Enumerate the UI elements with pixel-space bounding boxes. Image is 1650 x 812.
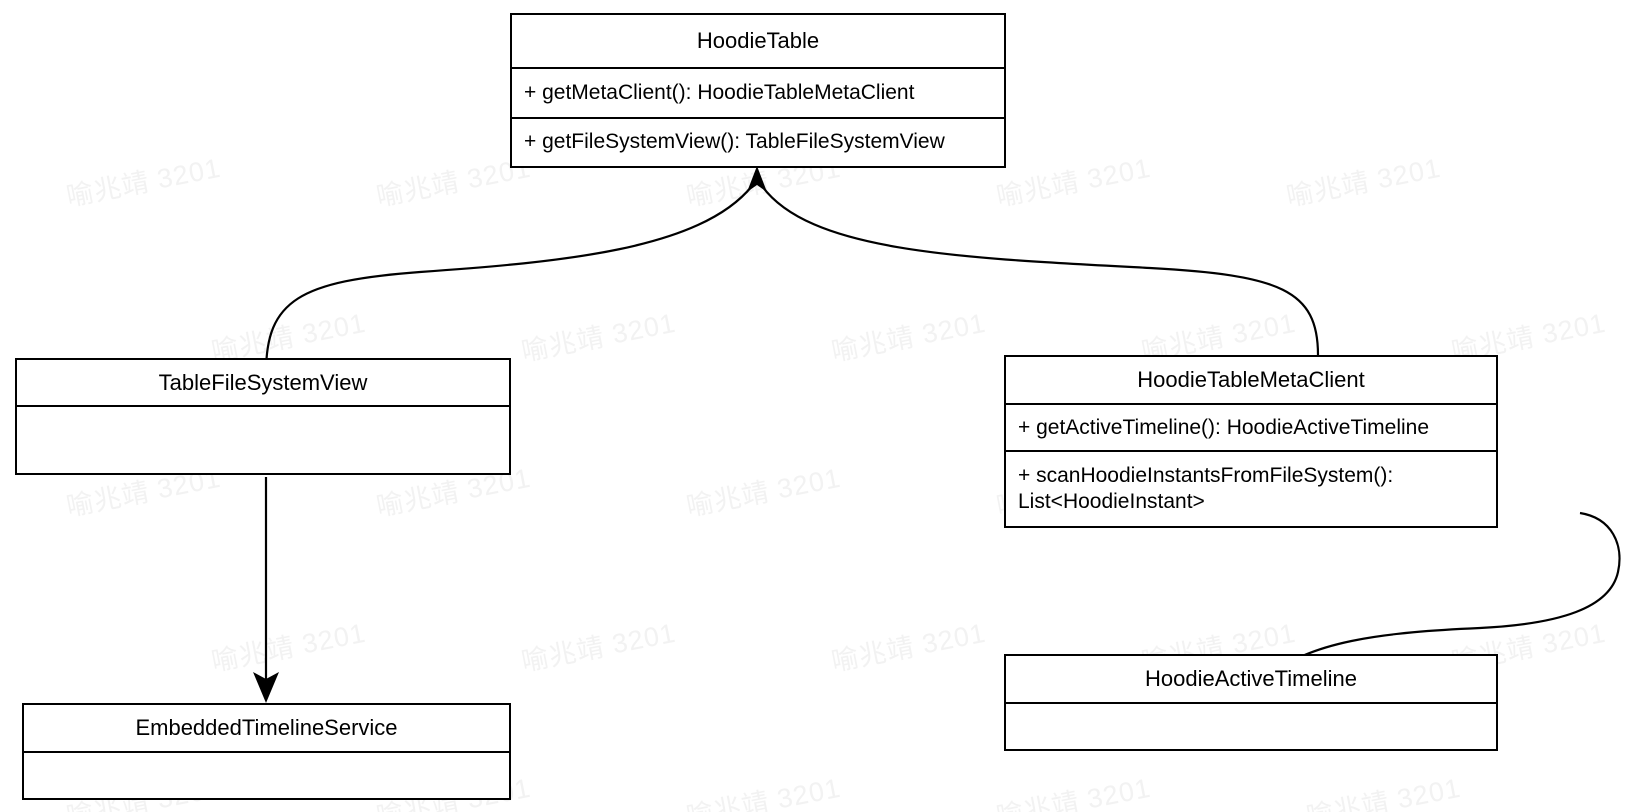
class-box-hoodietable[interactable]: HoodieTable + getMetaClient(): HoodieTab… <box>510 13 1006 168</box>
arrowhead-to-hoodietable <box>747 166 767 192</box>
watermark: 喻兆靖 3201 <box>683 772 844 812</box>
class-member-hoodietablemetaclient-1: + scanHoodieInstantsFromFileSystem(): Li… <box>1018 464 1394 513</box>
class-box-hoodieactivetimeline[interactable]: HoodieActiveTimeline <box>1004 654 1498 751</box>
watermark: 喻兆靖 3201 <box>993 152 1154 213</box>
watermark: 喻兆靖 3201 <box>993 772 1154 812</box>
watermark: 喻兆靖 3201 <box>63 152 224 213</box>
watermark: 喻兆靖 3201 <box>518 307 679 368</box>
class-title-hoodieactivetimeline: HoodieActiveTimeline <box>1006 656 1496 704</box>
class-member-row: + getActiveTimeline(): HoodieActiveTimel… <box>1006 405 1496 450</box>
edge-tablefilesystemview-to-hoodietable <box>264 185 753 374</box>
class-title-hoodietable: HoodieTable <box>512 15 1004 69</box>
watermark: 喻兆靖 3201 <box>518 617 679 678</box>
class-member-hoodietablemetaclient-0: + getActiveTimeline(): HoodieActiveTimel… <box>1018 415 1430 439</box>
class-title-tablefilesystemview: TableFileSystemView <box>17 360 509 407</box>
class-title-embeddedtimelineservice: EmbeddedTimelineService <box>24 705 509 753</box>
watermark: 喻兆靖 3201 <box>683 462 844 523</box>
watermark: 喻兆靖 3201 <box>828 617 989 678</box>
class-member-row: + scanHoodieInstantsFromFileSystem(): Li… <box>1006 450 1496 526</box>
arrowhead-to-embeddedtimelineservice <box>253 672 279 703</box>
class-member-row <box>1006 704 1496 749</box>
class-member-row: + getFileSystemView(): TableFileSystemVi… <box>512 117 1004 165</box>
class-member-row <box>24 753 509 798</box>
class-box-tablefilesystemview[interactable]: TableFileSystemView <box>15 358 511 475</box>
watermark: 喻兆靖 3201 <box>1283 152 1444 213</box>
class-title-hoodietablemetaclient: HoodieTableMetaClient <box>1006 357 1496 405</box>
class-member-row <box>17 407 509 473</box>
watermark: 喻兆靖 3201 <box>828 307 989 368</box>
watermark: 喻兆靖 3201 <box>208 617 369 678</box>
edge-hoodietablemetaclient-to-hoodietable <box>761 185 1320 356</box>
class-member-hoodietable-1: + getFileSystemView(): TableFileSystemVi… <box>524 130 945 154</box>
watermark: 喻兆靖 3201 <box>1303 772 1464 812</box>
class-member-row: + getMetaClient(): HoodieTableMetaClient <box>512 69 1004 117</box>
class-member-hoodietable-0: + getMetaClient(): HoodieTableMetaClient <box>524 81 915 105</box>
class-box-embeddedtimelineservice[interactable]: EmbeddedTimelineService <box>22 703 511 800</box>
class-box-hoodietablemetaclient[interactable]: HoodieTableMetaClient + getActiveTimelin… <box>1004 355 1498 528</box>
